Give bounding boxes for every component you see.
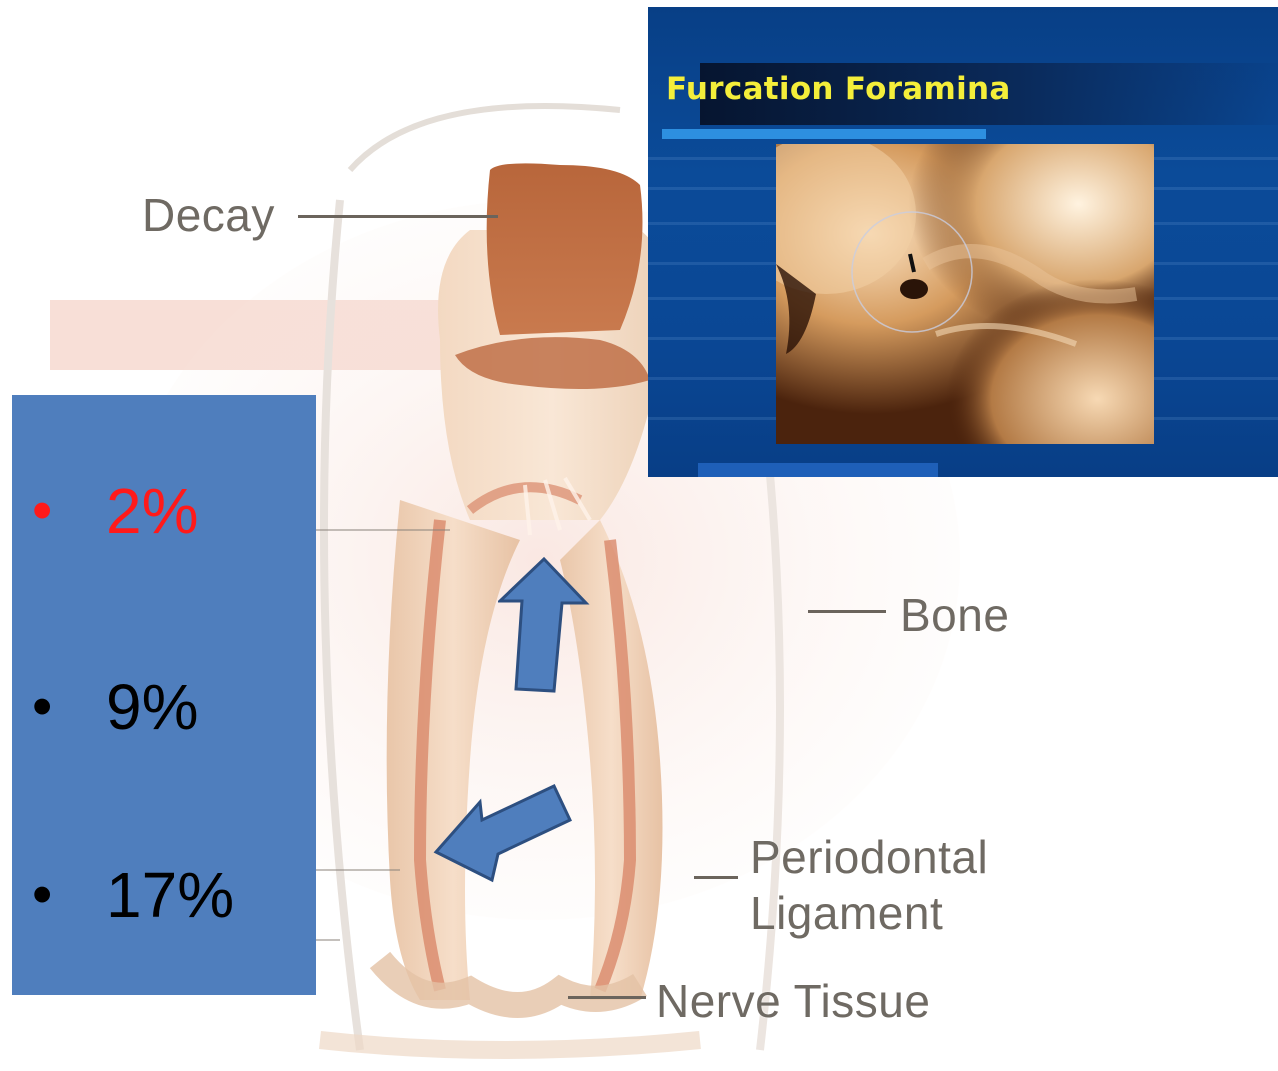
furcation-inset-panel: Furcation Foramina	[648, 7, 1278, 477]
panel-title: Furcation Foramina	[666, 71, 1011, 107]
answer-options-box: • 2% • 9% • 17%	[12, 395, 316, 995]
option-bullet: •	[32, 863, 106, 927]
option-bullet: •	[32, 479, 106, 543]
leader-bone	[808, 610, 886, 613]
label-decay: Decay	[142, 188, 275, 242]
label-ligament: Ligament	[750, 886, 943, 940]
option-17-percent[interactable]: • 17%	[32, 863, 234, 927]
furcation-photo	[776, 144, 1154, 444]
up-arrow-icon	[498, 555, 590, 695]
label-periodontal: Periodontal	[750, 830, 988, 884]
leader-nerve-tissue	[568, 996, 646, 999]
label-nerve-tissue: Nerve Tissue	[656, 974, 930, 1028]
label-bone: Bone	[900, 588, 1009, 642]
leader-periodontal	[694, 876, 738, 879]
option-9-percent[interactable]: • 9%	[32, 675, 199, 739]
panel-bottom-bar	[698, 463, 938, 477]
option-label: 17%	[106, 863, 234, 927]
option-2-percent[interactable]: • 2%	[32, 479, 199, 543]
option-bullet: •	[32, 675, 106, 739]
panel-title-underline	[662, 129, 986, 139]
option-label: 9%	[106, 675, 199, 739]
option-label: 2%	[106, 479, 199, 543]
down-left-arrow-icon	[432, 782, 574, 884]
leader-decay	[298, 215, 498, 218]
decay-region	[487, 163, 643, 335]
